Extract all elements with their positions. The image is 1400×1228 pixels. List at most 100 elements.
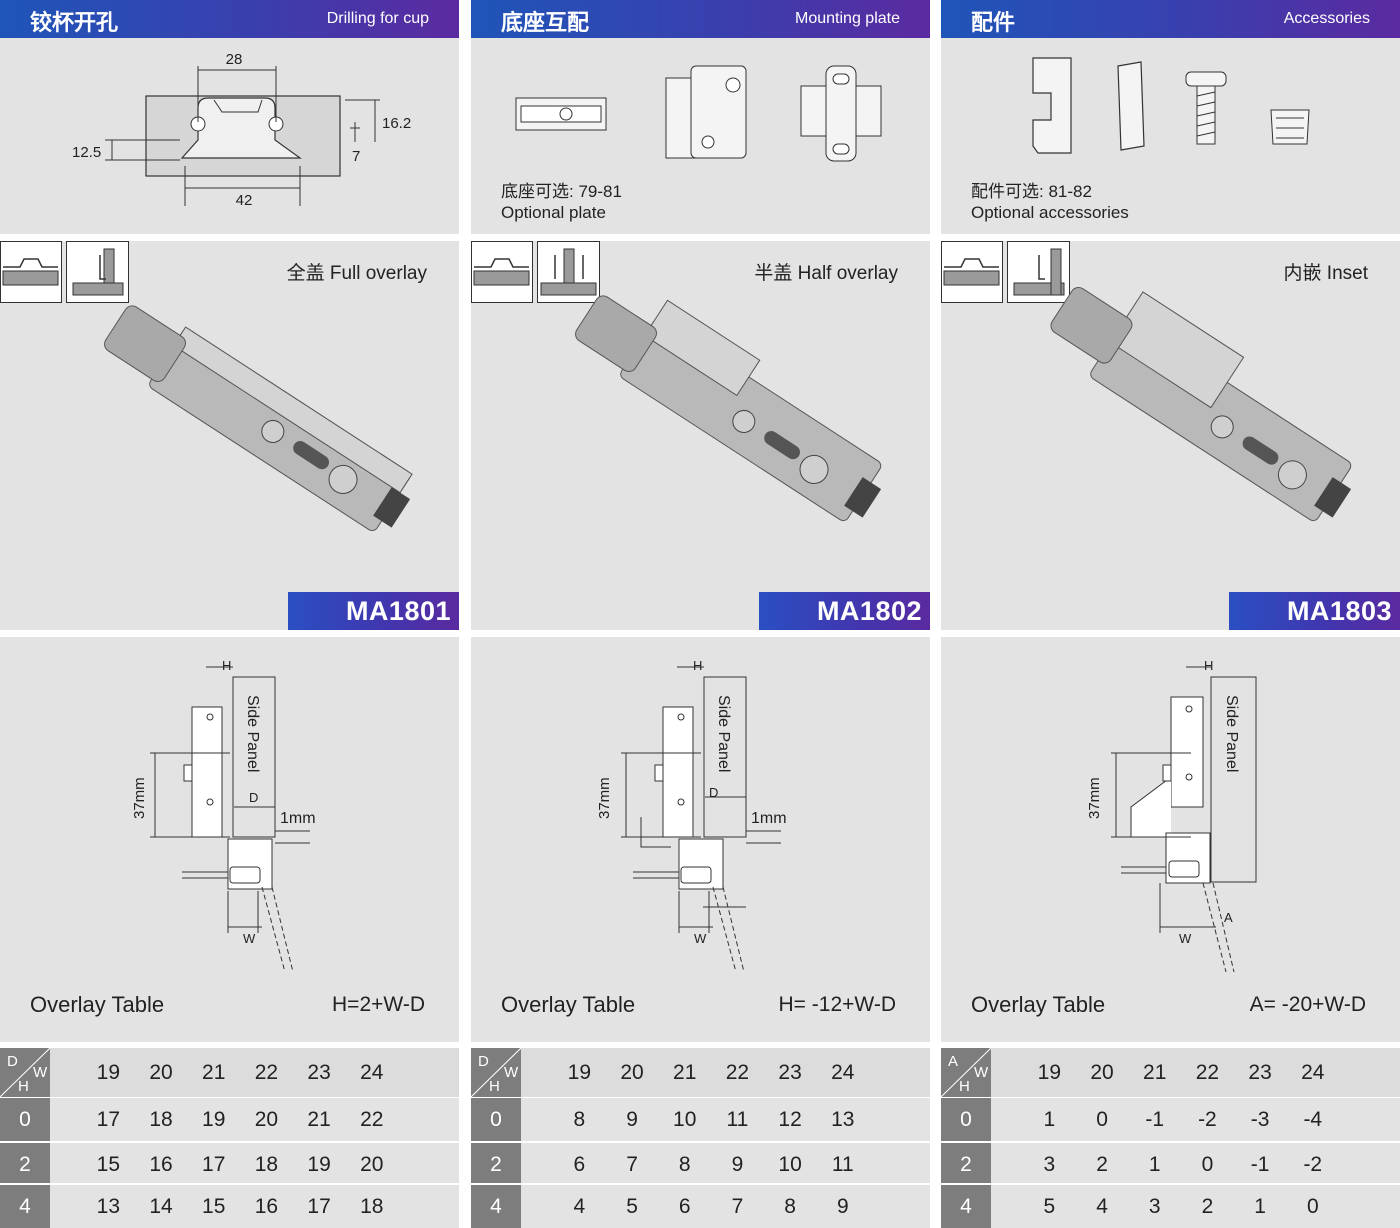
table-cell: 20 xyxy=(254,1108,279,1131)
table-cell: 14 xyxy=(149,1195,173,1218)
table-corner: D W H xyxy=(0,1048,50,1097)
overlay-type-icons xyxy=(941,241,1070,303)
table-cell: 5 xyxy=(1043,1195,1056,1218)
h-cell: 4 xyxy=(471,1185,521,1228)
section-header-drilling: 铰杯开孔 Drilling for cup xyxy=(0,0,459,38)
dimension-7: 7 xyxy=(352,148,360,165)
plate-straight xyxy=(515,97,607,131)
side-panel-label: Side Panel xyxy=(715,695,732,772)
table-cell: 17 xyxy=(202,1153,226,1176)
table-cell: -4 xyxy=(1303,1108,1323,1131)
dowel-icon xyxy=(1270,109,1310,145)
table-header-row: A W H 19 20 21 22 23 24 xyxy=(941,1048,1400,1097)
cover-cap-accessory xyxy=(1117,61,1145,151)
table-cell: 13 xyxy=(96,1195,121,1218)
table-cell: 8 xyxy=(678,1153,691,1176)
table-cell: 9 xyxy=(626,1108,638,1131)
table-cell: 9 xyxy=(836,1195,849,1218)
depth-label: 37mm xyxy=(596,777,613,819)
table-cell: -2 xyxy=(1198,1108,1217,1131)
table-cell: 10 xyxy=(673,1108,697,1131)
table-cell: 16 xyxy=(149,1153,173,1176)
corner-w-label: W xyxy=(33,1064,48,1081)
table-cell: 13 xyxy=(831,1108,855,1131)
table-cell: 2 xyxy=(1201,1195,1214,1218)
w-header: 20 xyxy=(620,1061,644,1084)
w-label: W xyxy=(243,931,256,946)
model-badge: MA1802 xyxy=(759,592,930,630)
h-cell: 2 xyxy=(471,1143,521,1186)
w-header: 23 xyxy=(778,1061,802,1084)
accessories-panel: 配件可选: 81-82 Optional accessories xyxy=(941,38,1400,234)
cup-drilling-diagram: 28 16.2 12.5 7 42 xyxy=(72,51,411,209)
model-badge: MA1801 xyxy=(288,592,459,630)
h-label: H xyxy=(222,658,231,673)
w-label: W xyxy=(694,931,707,946)
hinge-image xyxy=(1050,286,1352,522)
gap-label: 1mm xyxy=(280,810,316,827)
table-cell: 20 xyxy=(360,1153,384,1176)
table-cell: -2 xyxy=(1303,1153,1323,1176)
table-cell: 10 xyxy=(778,1153,802,1176)
corner-d-label: D xyxy=(478,1053,489,1070)
table-cell: 1 xyxy=(1254,1195,1266,1218)
table-row: 2 6 7 8 9 10 11 xyxy=(471,1141,930,1186)
w-header: 24 xyxy=(360,1061,384,1084)
table-cell: 17 xyxy=(307,1195,331,1218)
table-cell: 19 xyxy=(202,1108,226,1131)
w-header: 21 xyxy=(1143,1061,1167,1084)
w-header: 20 xyxy=(149,1061,173,1084)
table-cell: 2 xyxy=(1096,1153,1108,1176)
table-cell: 18 xyxy=(254,1153,279,1176)
h-label: H xyxy=(693,658,702,673)
w-label: W xyxy=(1179,931,1192,946)
w-header: 22 xyxy=(725,1061,750,1084)
dimension-28: 28 xyxy=(226,51,243,68)
header-title-en: Drilling for cup xyxy=(326,10,429,27)
overlay-table-title: Overlay Table xyxy=(501,992,636,1017)
table-cell: -1 xyxy=(1145,1108,1165,1131)
depth-label: 37mm xyxy=(131,777,148,819)
table-cell: 7 xyxy=(626,1153,638,1176)
table-cell: 17 xyxy=(96,1108,121,1131)
overlay-type-icons xyxy=(471,241,600,303)
overlay-diagram: Side Panel 37mm H D 1mm W xyxy=(596,658,787,973)
table-cell: 0 xyxy=(1096,1108,1108,1131)
hinge-image xyxy=(104,305,413,532)
header-title-en: Accessories xyxy=(1283,10,1370,27)
table-cell: 6 xyxy=(678,1195,691,1218)
table-cell: -3 xyxy=(1250,1108,1270,1131)
table-cell: 8 xyxy=(573,1108,586,1131)
depth-label: 37mm xyxy=(1086,777,1103,819)
table-cell: 19 xyxy=(307,1153,331,1176)
corner-w-label: W xyxy=(504,1064,519,1081)
h-cell: 2 xyxy=(941,1143,991,1186)
hinge-product-panel: 半盖 Half overlay MA1802 xyxy=(471,241,930,630)
table-cell: 8 xyxy=(784,1195,796,1218)
overlay-formula: H= -12+W-D xyxy=(778,993,896,1016)
overlay-type-icons xyxy=(0,241,129,303)
dimension-16-2: 16.2 xyxy=(382,115,411,132)
a-label: A xyxy=(1224,910,1233,925)
dimension-42: 42 xyxy=(236,192,253,209)
corner-d-label: D xyxy=(7,1053,18,1070)
w-header: 23 xyxy=(1248,1061,1272,1084)
table-cell: 6 xyxy=(573,1153,586,1176)
hinge-product-panel: 全盖 Full overlay MA1801 xyxy=(0,241,459,630)
table-cell: 1 xyxy=(1148,1153,1161,1176)
h-cell: 4 xyxy=(0,1185,50,1228)
h-cell: 4 xyxy=(941,1185,991,1228)
section-header-mounting-plate: 底座互配 Mounting plate xyxy=(471,0,930,38)
mounting-plates-diagram xyxy=(515,65,882,162)
table-row: 4 5 4 3 2 1 0 xyxy=(941,1183,1400,1228)
overlay-diagram: Side Panel 37mm H W A xyxy=(1086,658,1257,973)
table-cell: 4 xyxy=(1096,1195,1108,1218)
hinge-product-panel: 内嵌 Inset MA1803 xyxy=(941,241,1400,630)
w-header: 21 xyxy=(202,1061,226,1084)
table-cell: 18 xyxy=(149,1108,173,1131)
table-row: 0 8 9 10 11 12 13 xyxy=(471,1098,930,1141)
table-row: 0 17 18 19 20 21 22 xyxy=(0,1098,459,1141)
plate-cross-1 xyxy=(665,65,747,159)
h-cell: 0 xyxy=(941,1098,991,1141)
accessories-caption-en: Optional accessories xyxy=(971,203,1129,222)
